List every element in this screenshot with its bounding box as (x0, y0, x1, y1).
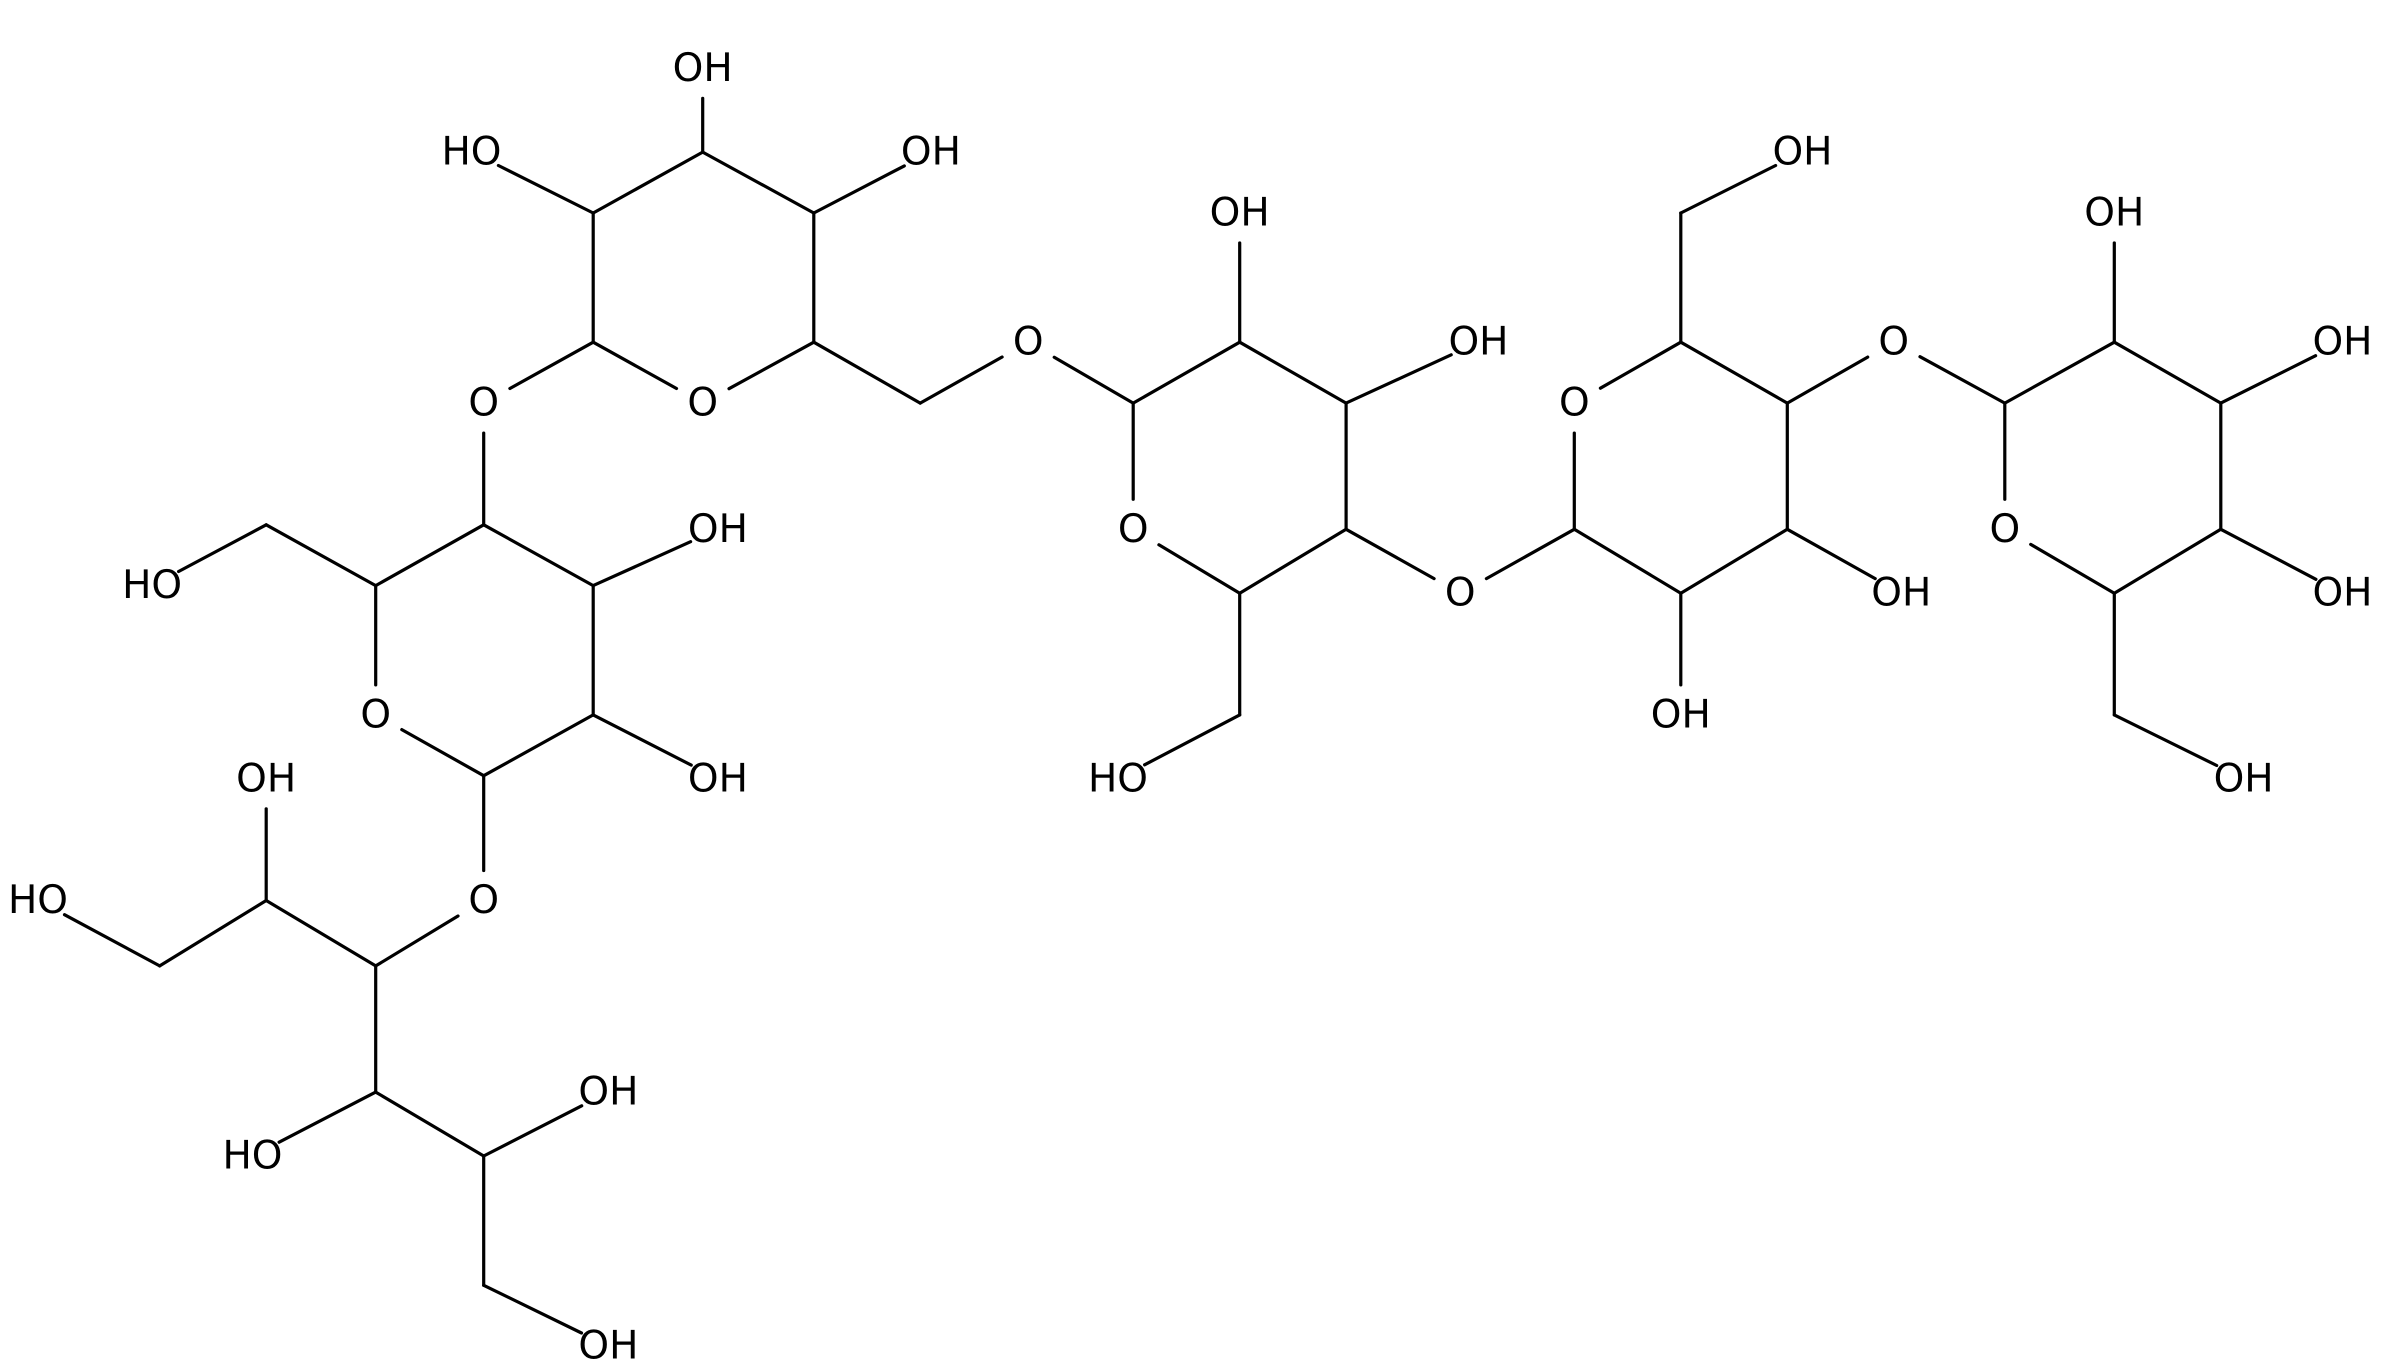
bond-line (1484, 527, 1576, 581)
hydroxyl-label: OH (2214, 756, 2274, 801)
hydroxyl-label: HO (222, 1134, 282, 1179)
bond-line (264, 523, 378, 588)
hydroxyl-label: OH (1448, 320, 1508, 365)
hydroxyl-label: OH (2084, 191, 2144, 236)
hydroxyl-label: OH (673, 46, 733, 91)
hydroxyl-label: HO (122, 563, 182, 608)
bond-line (177, 523, 268, 574)
bond-line (2112, 527, 2223, 595)
hydroxyl-label: HO (8, 878, 68, 923)
ring-oxygen-label: O (360, 692, 391, 737)
bond-line (482, 713, 595, 778)
hydroxyl-label: HO (441, 130, 501, 175)
ring-oxygen-label: O (1118, 507, 1149, 552)
ring-oxygen-label: O (687, 381, 718, 426)
bond-line (1785, 355, 1870, 405)
bond-line (591, 340, 679, 391)
hydroxyl-label: OH (578, 1070, 638, 1115)
bond-line (591, 150, 705, 215)
bond-line (2003, 340, 2116, 405)
bond-line (158, 898, 268, 968)
hydroxyl-label: OH (688, 507, 748, 552)
ring-oxygen-label: O (1989, 507, 2020, 552)
bond-line (1785, 527, 1877, 581)
hydroxyl-label: OH (901, 130, 961, 175)
bond-line (1052, 355, 1135, 405)
bond-line (1918, 355, 2007, 405)
bond-line (374, 1090, 486, 1158)
bond-line (812, 164, 906, 215)
hydroxyl-label: OH (2312, 571, 2372, 616)
glycosidic-oxygen-label: O (1445, 571, 1476, 616)
bond-line (591, 540, 693, 588)
hydroxyl-label: HO (1088, 756, 1148, 801)
bond-line (400, 727, 486, 778)
bond-line (1238, 527, 1348, 595)
bond-line (1598, 340, 1683, 390)
bond-line (1344, 527, 1436, 581)
bond-line (1157, 543, 1242, 595)
hydroxyl-label: OH (1651, 692, 1711, 737)
bond-line (62, 913, 162, 968)
hydroxyl-label: OH (688, 756, 748, 801)
bond-line (2029, 542, 2116, 595)
bond-line (918, 355, 1004, 405)
hydroxyl-label: OH (236, 756, 296, 801)
bond-line (482, 1283, 584, 1335)
bond-line (1679, 340, 1789, 405)
bond-line (482, 523, 595, 588)
bond-line (2219, 354, 2318, 405)
ring-oxygen-label: O (1559, 381, 1590, 426)
bond-lines (62, 96, 2318, 1335)
bond-line (1142, 713, 1242, 767)
bond-line (1131, 340, 1242, 405)
bond-line (508, 340, 595, 391)
bond-line (2219, 527, 2318, 581)
bond-line (2112, 340, 2223, 405)
bond-line (701, 150, 816, 215)
glycosidic-oxygen-label: O (1013, 320, 1044, 365)
glycosidic-oxygen-label: O (468, 878, 499, 923)
bond-line (1238, 340, 1348, 405)
bond-line (812, 340, 922, 405)
bond-line (482, 1104, 584, 1158)
hydroxyl-label: OH (1210, 191, 1270, 236)
bond-line (264, 898, 378, 968)
glycosidic-oxygen-label: O (468, 381, 499, 426)
bond-line (496, 163, 595, 215)
bond-line (2112, 713, 2219, 768)
bond-line (277, 1090, 378, 1144)
hydroxyl-label: OH (1871, 571, 1931, 616)
bond-line (1679, 163, 1778, 215)
atom-labels: HOOHOHOOOOHOHOHOOOHHOHOOHOHOHOHOHOOOOHOH… (8, 46, 2373, 1364)
bond-line (1572, 527, 1683, 595)
bond-line (1679, 527, 1789, 595)
bond-line (727, 340, 816, 391)
bond-line (374, 523, 486, 588)
hydroxyl-label: OH (1772, 130, 1832, 175)
bond-line (374, 914, 460, 968)
hydroxyl-label: OH (2312, 320, 2372, 365)
glycosidic-oxygen-label: O (1878, 320, 1909, 365)
hydroxyl-label: OH (578, 1324, 638, 1364)
bond-line (591, 713, 693, 767)
bond-line (1344, 353, 1453, 405)
